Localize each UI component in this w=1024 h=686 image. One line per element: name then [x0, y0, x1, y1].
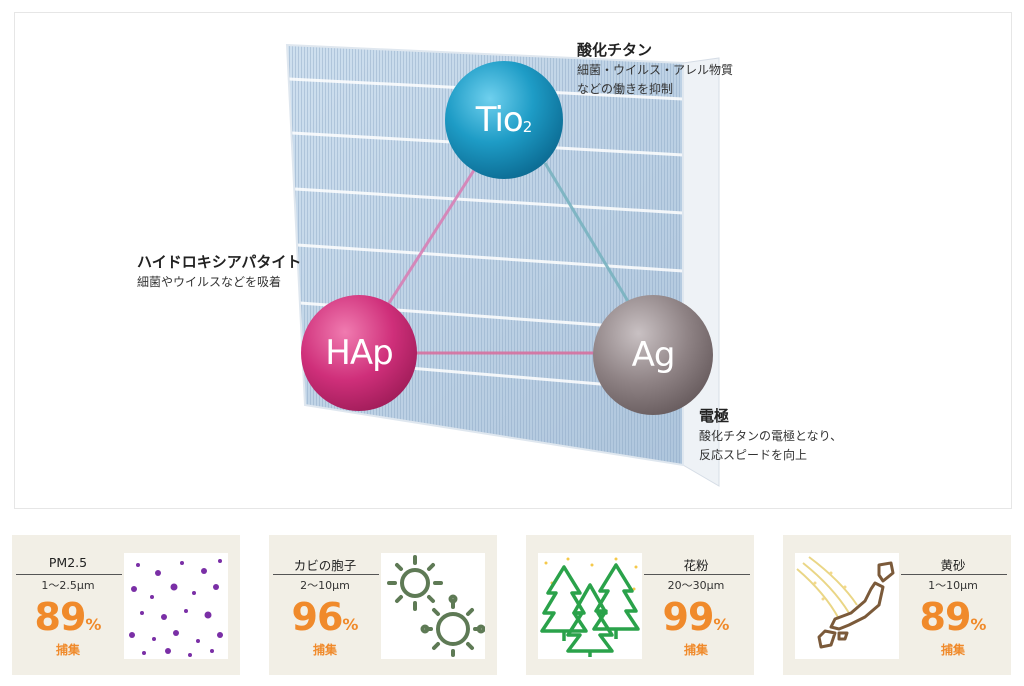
tree-icon: [538, 553, 642, 659]
card-mold-percent: 96%: [291, 595, 359, 639]
card-yellow-sand: 黄砂 1～10μm 89% 捕集: [783, 535, 1011, 675]
hap-label: ハイドロキシアパタイト 細菌やウイルスなどを吸着: [137, 251, 301, 292]
virus-icon: [381, 553, 486, 659]
card-mold: カビの胞子 2～10μm 96% 捕集: [269, 535, 497, 675]
card-pollen-range: 20～30μm: [667, 579, 725, 592]
link-tio-hap: [373, 152, 487, 326]
card-mold-range: 2～10μm: [300, 579, 350, 592]
tio2-label: 酸化チタン 細菌・ウイルス・アレル物質 などの働きを抑制: [577, 39, 733, 99]
card-pm25: PM2.5 1～2.5μm 89% 捕集: [12, 535, 240, 675]
hap-desc-1: 細菌やウイルスなどを吸着: [137, 275, 282, 289]
ag-sphere: Ag: [593, 295, 713, 415]
card-mold-rule: [273, 574, 379, 575]
ag-desc-1: 酸化チタンの電極となり、: [699, 429, 843, 443]
ag-title: 電極: [699, 407, 730, 425]
card-yellow-sand-percent: 89%: [919, 595, 987, 639]
card-yellow-sand-name: 黄砂: [940, 558, 966, 573]
link-tio-ag: [543, 162, 637, 314]
card-mold-caption: 捕集: [312, 643, 337, 657]
ag-desc-2: 反応スピードを向上: [699, 448, 808, 462]
card-pollen-percent: 99%: [662, 595, 730, 639]
hap-title: ハイドロキシアパタイト: [137, 253, 302, 271]
hap-sphere: HAp: [301, 295, 417, 411]
card-pm25-rule: [16, 574, 122, 575]
card-pm25-name: PM2.5: [48, 555, 88, 570]
card-yellow-sand-rule: [901, 574, 1007, 575]
tio2-desc-2: などの働きを抑制: [577, 82, 674, 96]
tio2-desc-1: 細菌・ウイルス・アレル物質: [577, 63, 734, 77]
card-pm25-caption: 捕集: [55, 643, 80, 657]
card-yellow-sand-caption: 捕集: [940, 643, 965, 657]
card-pollen-caption: 捕集: [683, 643, 708, 657]
card-yellow-sand-range: 1～10μm: [928, 579, 978, 592]
card-pollen: 花粉 20～30μm 99% 捕集: [526, 535, 754, 675]
card-pm25-range: 1～2.5μm: [41, 579, 95, 592]
card-pollen-rule: [644, 574, 750, 575]
card-pollen-name: 花粉: [683, 558, 709, 573]
japan-map-icon: [795, 553, 899, 659]
tio2-title: 酸化チタン: [577, 41, 653, 59]
ag-label: 電極 酸化チタンの電極となり、 反応スピードを向上: [699, 405, 842, 465]
card-pm25-percent: 89%: [34, 595, 102, 639]
dots-icon: [124, 553, 228, 659]
card-mold-name: カビの胞子: [293, 558, 357, 573]
